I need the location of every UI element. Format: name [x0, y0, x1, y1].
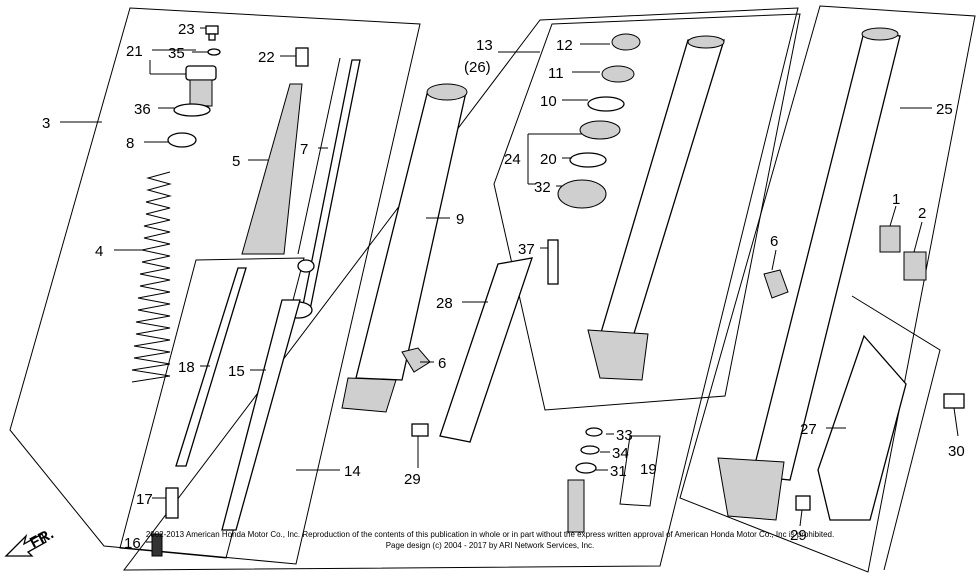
callout-2: 2 — [918, 205, 926, 222]
copyright-notice: 2002-2013 American Honda Motor Co., Inc.… — [145, 530, 835, 539]
callout-6-left: 6 — [438, 355, 446, 372]
page-design-notice: Page design (c) 2004 - 2017 by ARI Netwo… — [385, 541, 595, 550]
callout-31: 31 — [610, 463, 627, 480]
callout-32: 32 — [534, 179, 551, 196]
part-1-bracket — [879, 225, 901, 253]
front-direction-arrow — [4, 533, 47, 557]
frame-line-7 — [297, 57, 341, 255]
callout-17: 17 — [136, 491, 153, 508]
callout-29-left: 29 — [404, 471, 421, 488]
part-16-spring — [151, 533, 163, 557]
callout-28: 28 — [436, 295, 453, 312]
part-24-oil-seal — [579, 120, 621, 140]
callout-5: 5 — [232, 153, 240, 170]
part-8-spring-seat — [167, 132, 197, 148]
part-13-outer-tube — [599, 39, 725, 341]
part-9-bottom — [341, 377, 397, 413]
part-19-socket-bolt — [567, 479, 585, 533]
callout-21: 21 — [126, 43, 143, 60]
frame-group-14 — [119, 257, 305, 559]
callout-29-right: 29 — [790, 527, 807, 544]
callout-9: 9 — [456, 211, 464, 228]
callout-18: 18 — [178, 359, 195, 376]
part-4-fork-spring — [131, 171, 172, 383]
part-12-dust-seal — [611, 33, 641, 51]
part-15-cylinder — [221, 299, 301, 531]
callout-30: 30 — [948, 443, 965, 460]
part-25-axle-holder — [717, 457, 785, 521]
callout-37: 37 — [518, 241, 535, 258]
part-30-bolt — [943, 393, 965, 409]
callout-10: 10 — [540, 93, 557, 110]
callout-16: 16 — [124, 535, 141, 552]
part-7-damper-rod — [301, 59, 361, 311]
callout-13: 13 — [476, 37, 493, 54]
part-25-cap — [861, 27, 899, 41]
part-2-bracket — [903, 251, 927, 281]
callout-14: 14 — [344, 463, 361, 480]
callout-15: 15 — [228, 363, 245, 380]
part-20-stopper — [569, 152, 607, 168]
callout-23: 23 — [178, 21, 195, 38]
frame-group-27 — [851, 295, 941, 571]
part-9-inner-tube — [355, 89, 467, 381]
part-23-bolt — [205, 25, 219, 41]
callout-33: 33 — [616, 427, 633, 444]
callout-1: 1 — [892, 191, 900, 208]
leader-2 — [913, 221, 923, 253]
leader-1 — [889, 205, 897, 227]
callout-7: 7 — [300, 141, 308, 158]
callout-27: 27 — [800, 421, 817, 438]
part-35-washer — [207, 48, 221, 56]
callout-11: 11 — [548, 65, 564, 82]
part-6-guide-b — [763, 269, 789, 299]
part-11-clip — [601, 65, 635, 83]
leader-6b — [771, 249, 777, 271]
callout-20: 20 — [540, 151, 557, 168]
callout-34: 34 — [612, 445, 629, 462]
callout-26: (26) — [464, 59, 491, 76]
part-28-fork-guard — [439, 257, 533, 443]
leader-30 — [953, 407, 959, 437]
part-5-spring-collar — [241, 83, 303, 255]
part-10-washer — [587, 96, 625, 112]
part-7-rod-nut — [297, 259, 315, 273]
leader-29b — [799, 509, 803, 527]
callout-36: 36 — [134, 101, 151, 118]
part-34-washer — [580, 445, 600, 455]
callout-24: 24 — [504, 151, 521, 168]
part-13-top — [687, 35, 725, 49]
part-31-washer — [575, 462, 597, 474]
part-22-nut — [295, 47, 309, 67]
callout-8: 8 — [126, 135, 134, 152]
part-27-fork-guard — [817, 334, 907, 521]
frame-group-13 — [493, 13, 801, 411]
part-29-bolt-a — [411, 423, 429, 437]
part-32-bushing — [557, 179, 607, 209]
part-9-top — [426, 83, 468, 101]
frame-group-19 — [619, 435, 661, 507]
callout-22: 22 — [258, 49, 275, 66]
part-13-axle-holder — [587, 329, 649, 381]
frame-group-25 — [679, 5, 976, 573]
callout-6-right: 6 — [770, 233, 778, 250]
part-18-rod — [175, 267, 247, 467]
callout-35: 35 — [168, 45, 185, 62]
part-37-bolt — [547, 239, 559, 285]
part-29-bolt-b — [795, 495, 811, 511]
frame-group-3 — [9, 7, 421, 565]
part-17-valve — [165, 487, 179, 519]
callout-12: 12 — [556, 37, 573, 54]
callout-3: 3 — [42, 115, 50, 132]
part-33-washer — [585, 427, 603, 437]
part-36-o-ring — [173, 103, 211, 117]
callout-19: 19 — [640, 461, 657, 478]
callout-25: 25 — [936, 101, 953, 118]
callout-4: 4 — [95, 243, 103, 260]
